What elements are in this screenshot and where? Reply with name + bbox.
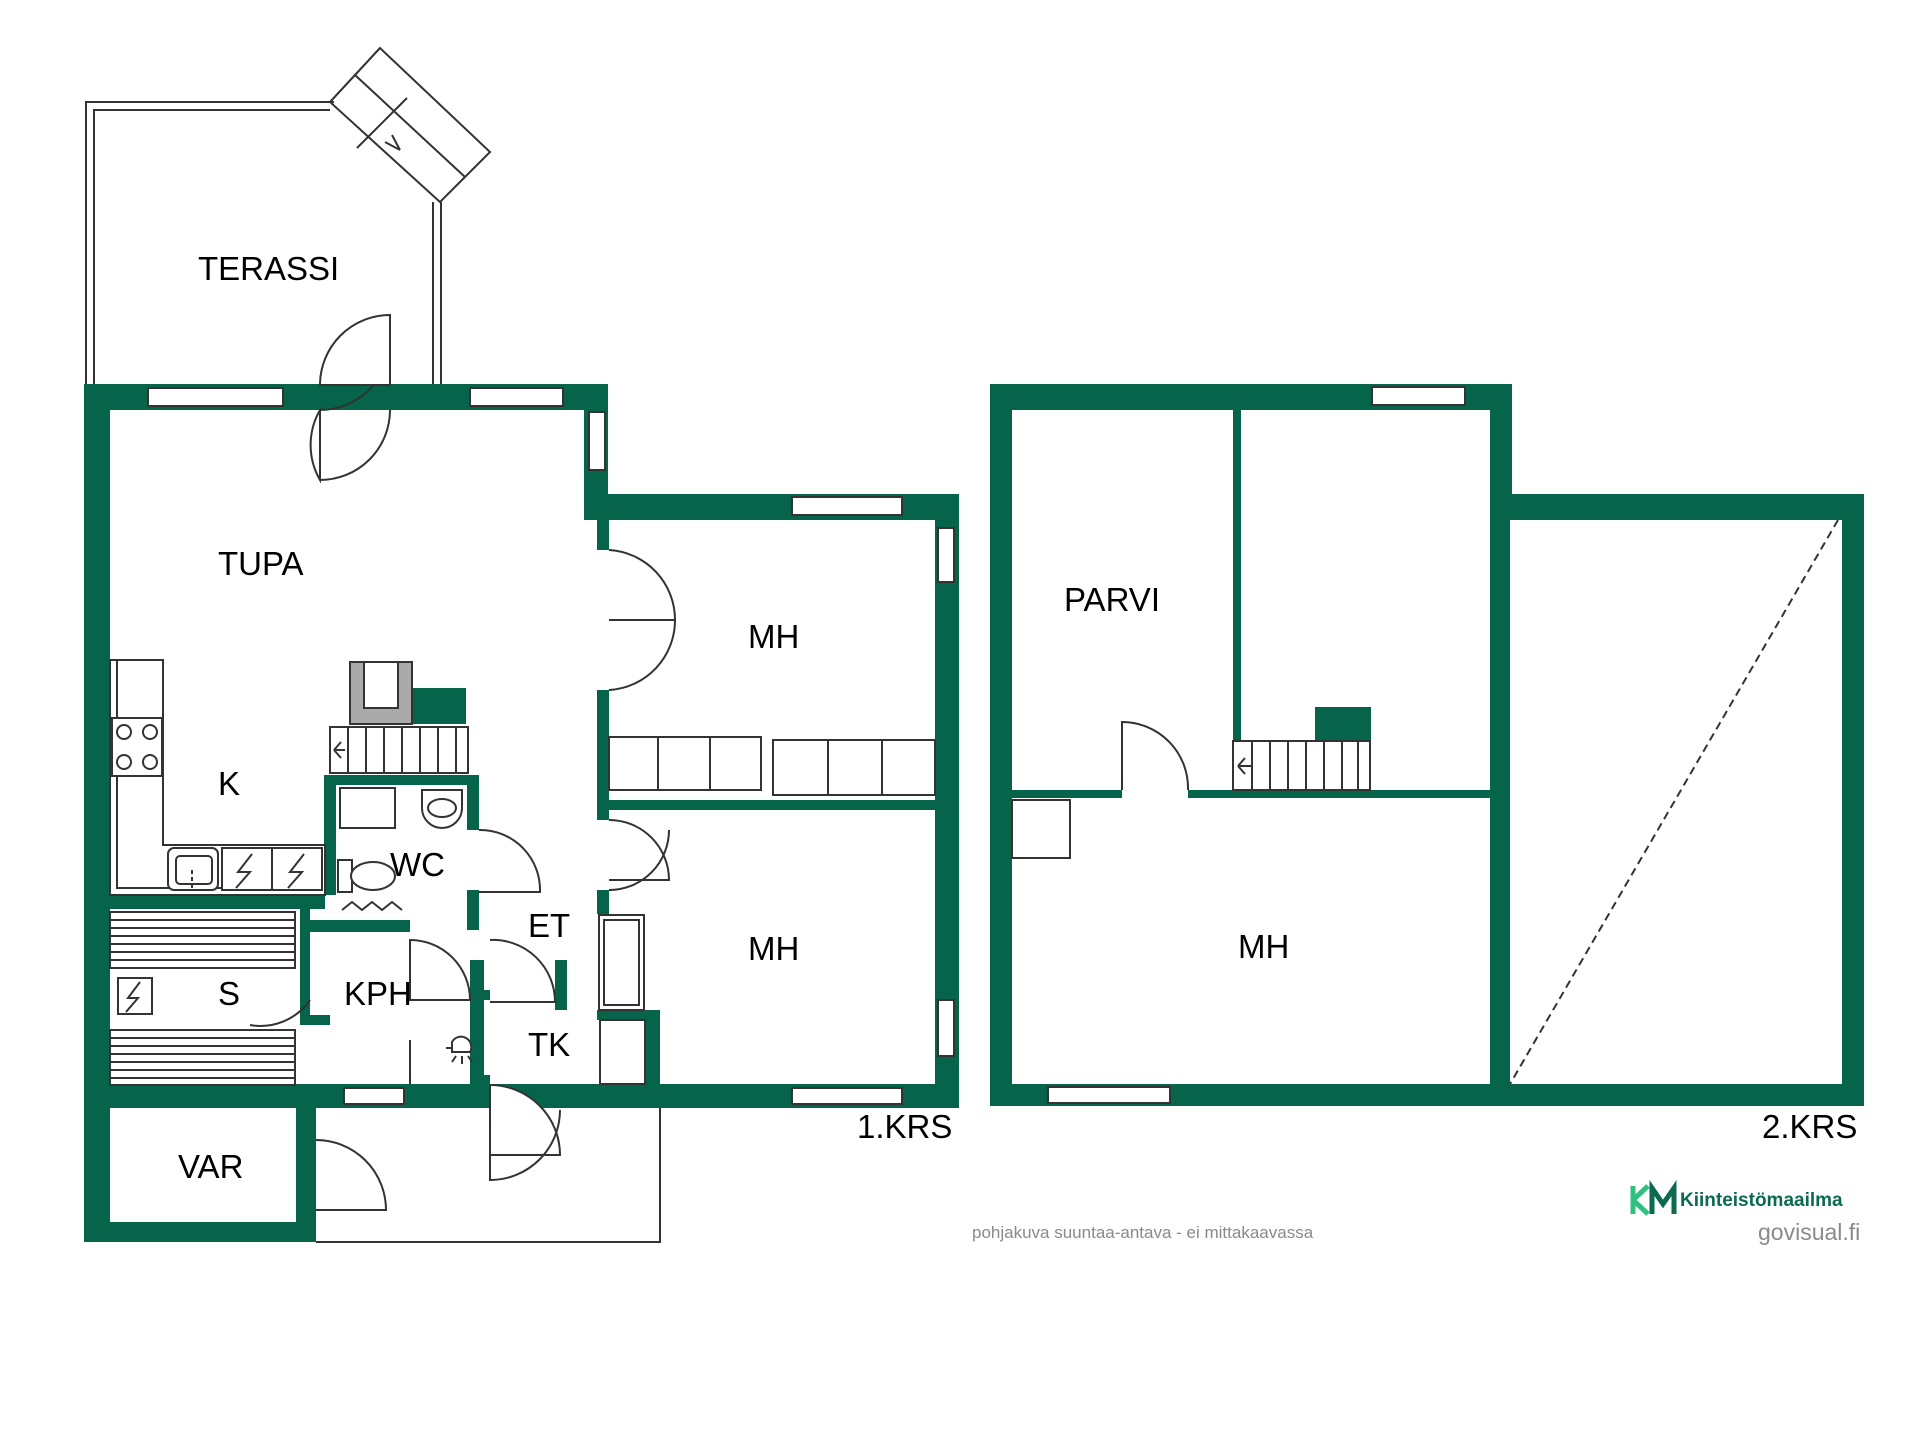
site-text: govisual.fi <box>1758 1219 1860 1245</box>
sink-icon <box>167 847 219 891</box>
wardrobes <box>598 736 936 1085</box>
toilet-icon <box>337 859 396 893</box>
room-label-loft: PARVI <box>1064 581 1160 618</box>
room-label-sauna: S <box>218 975 240 1012</box>
room-label-bathroom: KPH <box>344 975 412 1012</box>
room-label-kitchen: K <box>218 765 240 802</box>
terrace-stairs-icon <box>328 46 492 204</box>
room-label-terrace: TERASSI <box>198 250 339 287</box>
floor-label-second: 2.KRS <box>1762 1108 1857 1145</box>
wc-fixtures <box>337 787 463 912</box>
stairs-icon-floor2 <box>1232 740 1371 791</box>
room-label-hall: ET <box>528 907 570 944</box>
appliance-icon <box>221 847 323 891</box>
floor1-windows <box>147 387 955 1105</box>
floor1-doors <box>249 313 677 1211</box>
floor-label-first: 1.KRS <box>857 1108 952 1145</box>
floor2-windows <box>1047 386 1466 1104</box>
sauna-benches <box>109 911 296 1086</box>
disclaimer-text: pohjakuva suuntaa-antava - ei mittakaava… <box>972 1223 1314 1242</box>
fireplace-icon <box>349 661 413 725</box>
room-label-bedroom-top: MH <box>748 618 799 655</box>
terrace-outline <box>85 101 442 385</box>
room-label-living: TUPA <box>218 545 304 582</box>
brand-logo: Kiinteistömaailma <box>1630 1179 1843 1216</box>
floor2-walls <box>990 384 1864 1106</box>
room-label-bedroom-bottom: MH <box>748 930 799 967</box>
sauna-heater-icon <box>117 977 153 1015</box>
stove-icon <box>111 717 163 777</box>
stairs-icon <box>329 726 469 774</box>
room-label-storage: VAR <box>178 1148 243 1185</box>
room-label-closet: TK <box>528 1026 570 1063</box>
floor2-details <box>1011 519 1839 1085</box>
room-label-bedroom-floor2: MH <box>1238 928 1289 965</box>
brand-name: Kiinteistömaailma <box>1680 1190 1843 1211</box>
shower-icon <box>409 1035 473 1084</box>
entrance-steps <box>316 1108 661 1243</box>
room-label-wc: WC <box>390 846 445 883</box>
